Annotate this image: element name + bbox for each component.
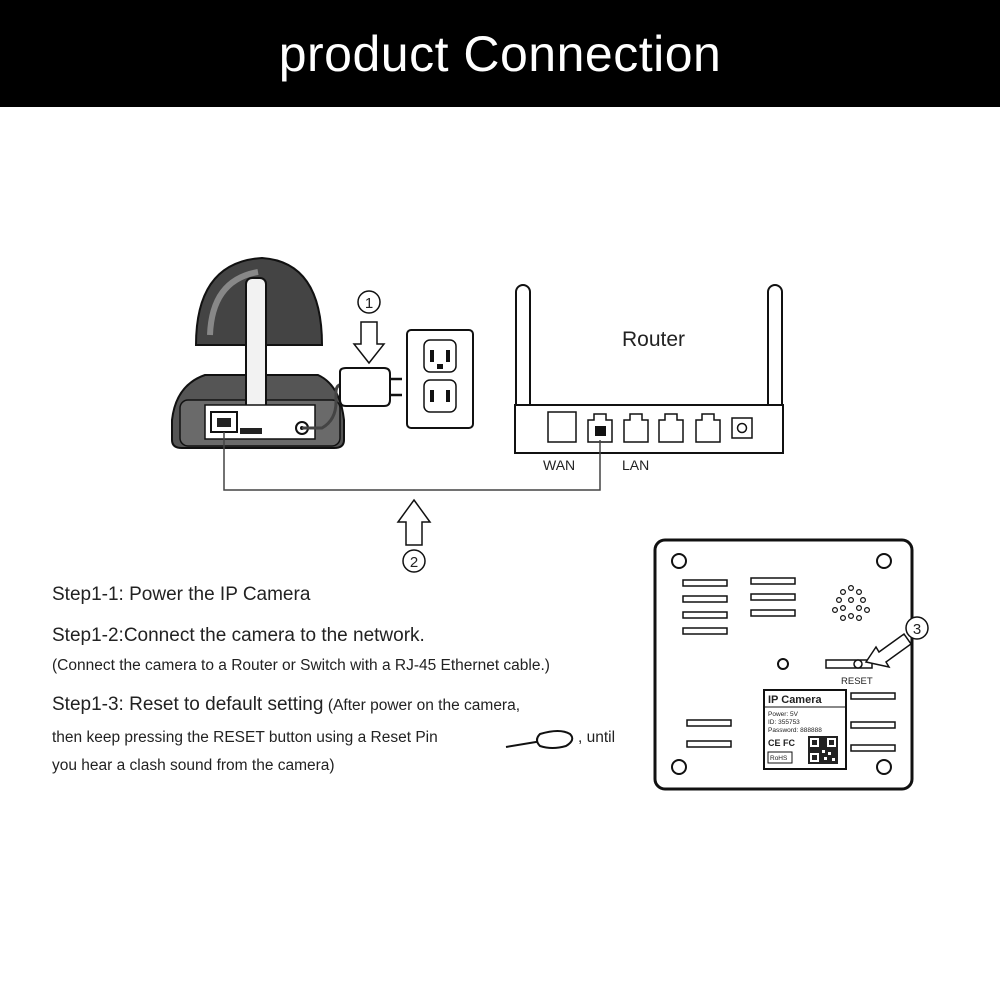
camera-ethernet-port (210, 411, 238, 433)
step-1-number: 1 (365, 295, 373, 312)
ip-camera (171, 256, 345, 449)
step-2-number: 2 (410, 554, 418, 571)
router-wan-port (547, 411, 577, 443)
camera-bottom-panel (653, 538, 914, 791)
step-3-marker: 3 (905, 616, 929, 640)
step-1-2-text: Step1-2:Connect the camera to the networ… (52, 625, 425, 646)
sticker-id: ID: 355753 (768, 719, 800, 726)
step-1-3-line-3: you hear a clash sound from the camera) (52, 757, 335, 774)
step-1-3-line-1: Step1-3: Reset to default setting (After… (52, 694, 520, 716)
router-icon (514, 284, 784, 454)
step-1-1-text: Step1-1: Power the IP Camera (52, 584, 311, 605)
reset-button (853, 659, 863, 669)
step-1-2-note: (Connect the camera to a Router or Switc… (52, 657, 550, 674)
power-adapter-icon (339, 367, 402, 407)
speaker-grille-icon (831, 584, 870, 621)
sticker-certs: CE FC (768, 738, 796, 748)
lan-label: LAN (622, 457, 649, 473)
sticker-rohs: RoHS (770, 755, 788, 762)
arrow-down-icon (352, 321, 386, 365)
qr-code-icon (808, 736, 838, 764)
arrow-up-icon (396, 498, 432, 546)
step-2-marker: 2 (402, 549, 426, 573)
reset-slot (825, 659, 873, 669)
router-lan-port-2 (623, 413, 649, 443)
step-1-3-line-2b: , until (578, 729, 616, 746)
step-3-number: 3 (913, 621, 921, 638)
sticker-password: Password: 888888 (768, 727, 822, 734)
reset-label: RESET (841, 676, 873, 687)
wan-label: WAN (543, 457, 575, 473)
wall-outlet-icon (406, 329, 474, 429)
step-1-3-note: (After power on the camera, (327, 697, 521, 714)
arrow-diagonal-icon (864, 632, 913, 669)
router-lan-port-1 (587, 413, 613, 443)
camera-label-sticker: IP Camera Power: 5V ID: 355753 Password:… (763, 689, 847, 770)
sticker-title: IP Camera (768, 694, 822, 706)
step-1-marker: 1 (357, 290, 381, 314)
reset-pin-icon (505, 730, 574, 749)
header-banner: product Connection (0, 0, 1000, 107)
router-lan-port-4 (695, 413, 721, 443)
router-label: Router (622, 328, 685, 351)
step-1-3-heading: Step1-3: Reset to default setting (52, 694, 324, 715)
router-lan-port-3 (658, 413, 684, 443)
page-title: product Connection (278, 25, 722, 82)
sticker-power: Power: 5V (768, 711, 799, 718)
step-1-3-line-2a: then keep pressing the RESET button usin… (52, 729, 438, 746)
ethernet-cable (223, 432, 601, 491)
